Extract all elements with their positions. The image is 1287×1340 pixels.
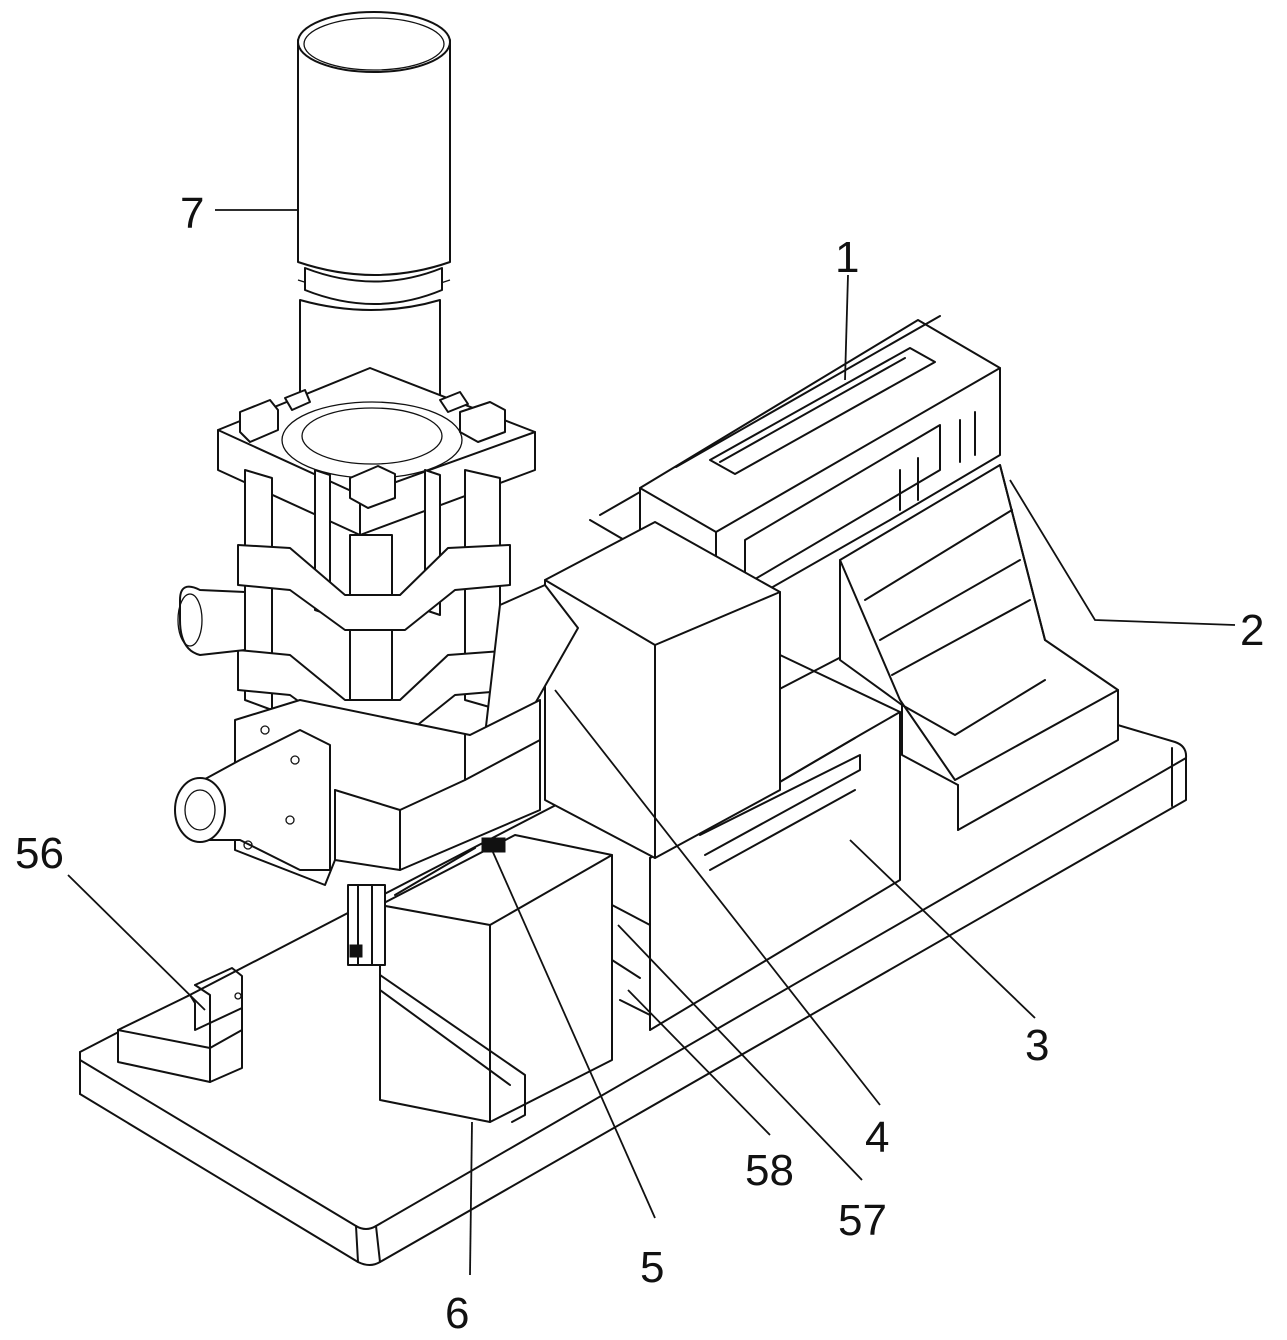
press-assembly: [174, 11, 579, 966]
leader-lines: [67, 209, 1236, 1276]
label-3: 3: [1025, 1021, 1049, 1070]
label-5: 5: [640, 1243, 664, 1292]
main-box: [544, 521, 781, 859]
label-1: 1: [835, 233, 859, 282]
rear-frame: [589, 315, 1001, 621]
leader-1: [844, 274, 849, 381]
stepped-block: [839, 464, 1119, 831]
label-56: 56: [15, 829, 64, 878]
label-2: 2: [1240, 606, 1264, 655]
label-58: 58: [745, 1146, 794, 1195]
leader-58: [627, 989, 771, 1136]
leader-57: [617, 924, 863, 1181]
leader-6: [469, 1121, 473, 1276]
leader-56: [67, 874, 206, 1011]
lower-box: [379, 834, 651, 1123]
label-57: 57: [838, 1196, 887, 1245]
leader-2: [1009, 479, 1236, 626]
leader-3: [849, 839, 1036, 1019]
leader-4: [554, 689, 881, 1106]
reference-labels: 7 1 2 56 3 4 58 57 5 6: [15, 189, 1264, 1338]
leader-5: [491, 849, 656, 1219]
label-6: 6: [445, 1289, 469, 1338]
label-4: 4: [865, 1113, 889, 1162]
label-7: 7: [180, 189, 204, 238]
